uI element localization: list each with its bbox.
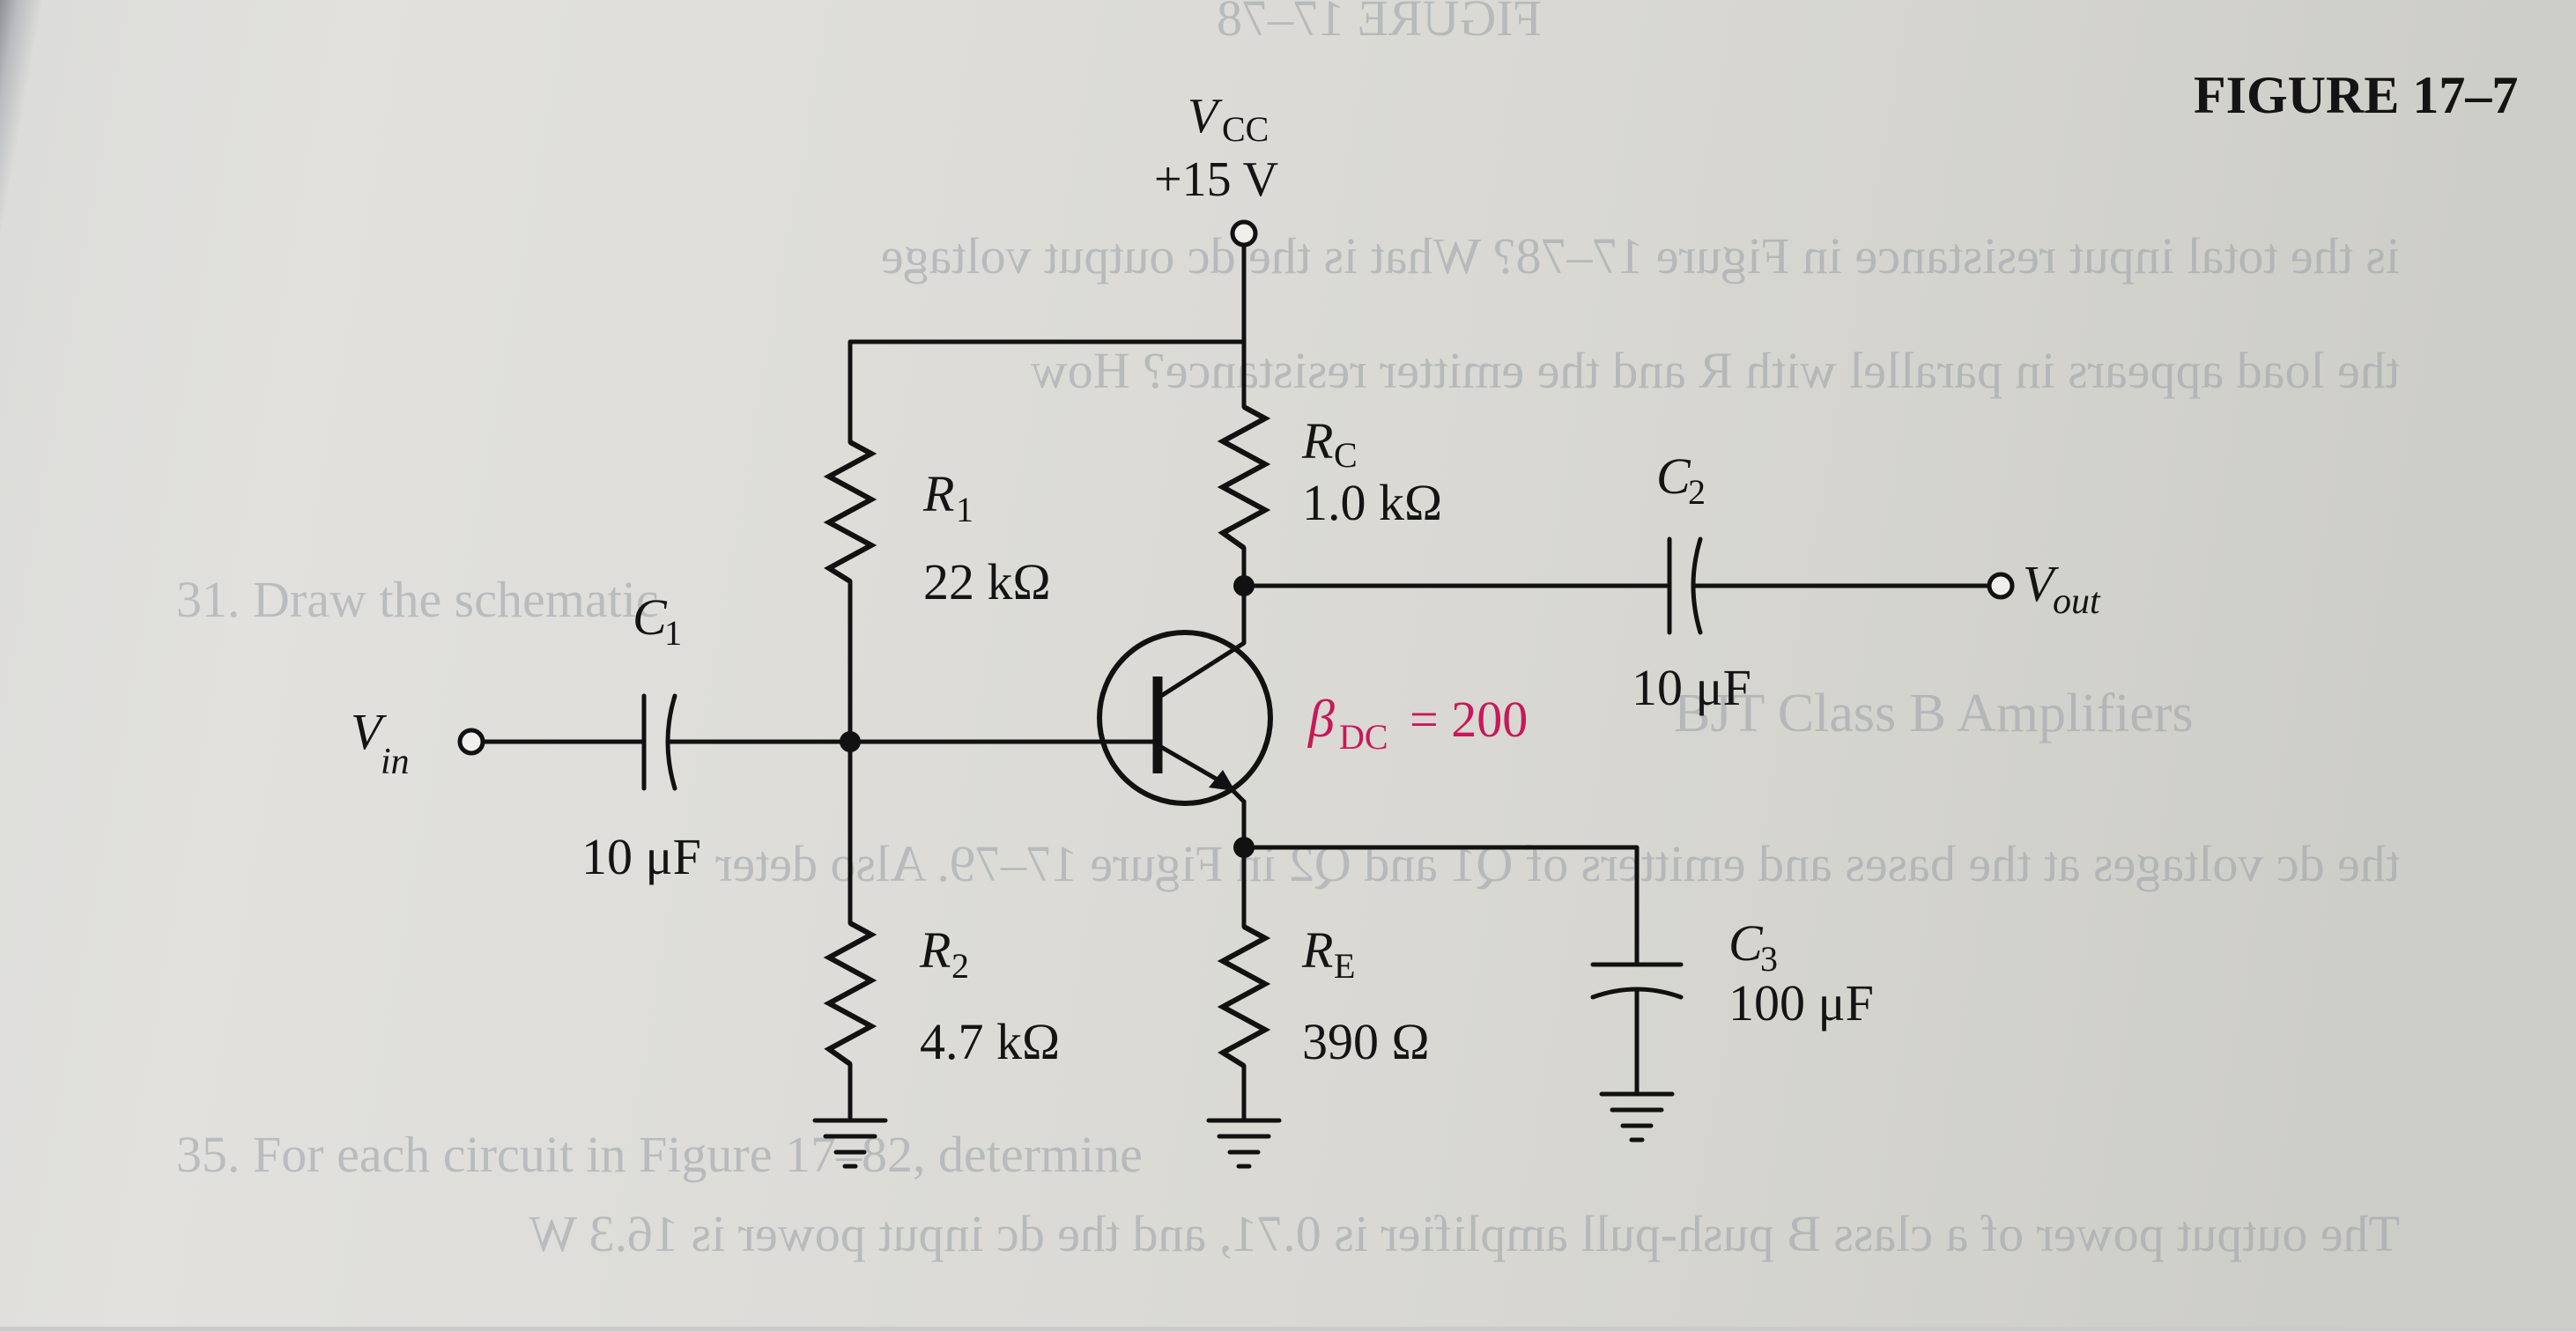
r1-value: 22 kΩ <box>923 553 1051 610</box>
resistor-rc <box>1217 404 1271 551</box>
emitter-node <box>1233 837 1255 858</box>
vout-subscript: out <box>2053 581 2101 622</box>
collector-node <box>1233 575 1255 596</box>
vin-terminal <box>457 728 485 756</box>
capacitor-c2 <box>1667 536 1703 635</box>
svg-text:the dc voltages at the bases a: the dc voltages at the bases and emitter… <box>715 835 2400 892</box>
c2-subscript: 2 <box>1688 472 1706 512</box>
c3-name: C <box>1728 914 1764 972</box>
c1-name: C <box>633 588 668 646</box>
beta-symbol: β <box>1307 690 1335 748</box>
beta-dc-annotation: β DC = 200 <box>1307 690 1528 757</box>
svg-text:the load appears in parallel w: the load appears in parallel with R and … <box>1031 342 2400 399</box>
resistor-r1 <box>823 440 877 584</box>
svg-text:The output power of a class B: The output power of a class B push-pull … <box>529 1205 2400 1262</box>
npn-transistor <box>1097 630 1273 806</box>
beta-subscript: DC <box>1339 717 1388 757</box>
c3-value: 100 μF <box>1728 974 1874 1032</box>
vout-name: V <box>2023 555 2060 612</box>
vcc-value: +15 V <box>1154 152 1278 207</box>
re-value: 390 Ω <box>1302 1013 1430 1070</box>
c2-name: C <box>1656 447 1691 505</box>
capacitor-c3 <box>1590 962 1684 1000</box>
r2-value: 4.7 kΩ <box>920 1013 1060 1070</box>
vcc-subscript: CC <box>1222 109 1269 149</box>
rc-value: 1.0 kΩ <box>1302 474 1442 531</box>
base-node <box>840 731 861 752</box>
r1-subscript: 1 <box>956 490 973 529</box>
ground-symbol-r2 <box>812 1118 888 1169</box>
svg-text:BJT Class B Amplifiers: BJT Class B Amplifiers <box>1674 684 2194 743</box>
wiring <box>482 242 1992 1121</box>
figure-label: FIGURE 17–7 <box>2194 66 2518 124</box>
vcc-name: V <box>1188 89 1223 144</box>
re-subscript: E <box>1334 946 1355 986</box>
c1-value: 10 μF <box>581 828 701 885</box>
capacitor-c1 <box>641 693 677 791</box>
r2-name: R <box>919 921 951 979</box>
vin-name: V <box>351 703 388 760</box>
rc-subscript: C <box>1334 435 1358 475</box>
r2-subscript: 2 <box>951 946 969 986</box>
svg-text:31. Draw the schematic: 31. Draw the schematic <box>176 571 659 628</box>
r1-name: R <box>922 465 954 522</box>
resistor-r2 <box>823 921 877 1067</box>
ground-symbol-c3 <box>1599 1091 1675 1142</box>
vcc-terminal <box>1230 219 1258 248</box>
rc-name: R <box>1301 412 1333 470</box>
re-name: R <box>1301 921 1333 979</box>
c3-subscript: 3 <box>1760 939 1778 979</box>
vout-terminal <box>1987 572 2015 600</box>
svg-text:35. For each circuit in Figure: 35. For each circuit in Figure 17–82, de… <box>176 1126 1143 1183</box>
svg-text:is the total input resistance: is the total input resistance in Figure … <box>881 227 2400 285</box>
beta-value: = 200 <box>1410 691 1528 748</box>
c2-value: 10 μF <box>1632 659 1751 716</box>
vin-subscript: in <box>381 742 410 782</box>
c1-subscript: 1 <box>664 613 682 653</box>
resistor-re <box>1217 924 1271 1068</box>
page-bleed-through: FIGURE 17–78 is the total input resistan… <box>176 0 2400 1262</box>
svg-text:FIGURE 17–78: FIGURE 17–78 <box>1217 0 1542 47</box>
ground-symbol-re <box>1206 1118 1282 1169</box>
